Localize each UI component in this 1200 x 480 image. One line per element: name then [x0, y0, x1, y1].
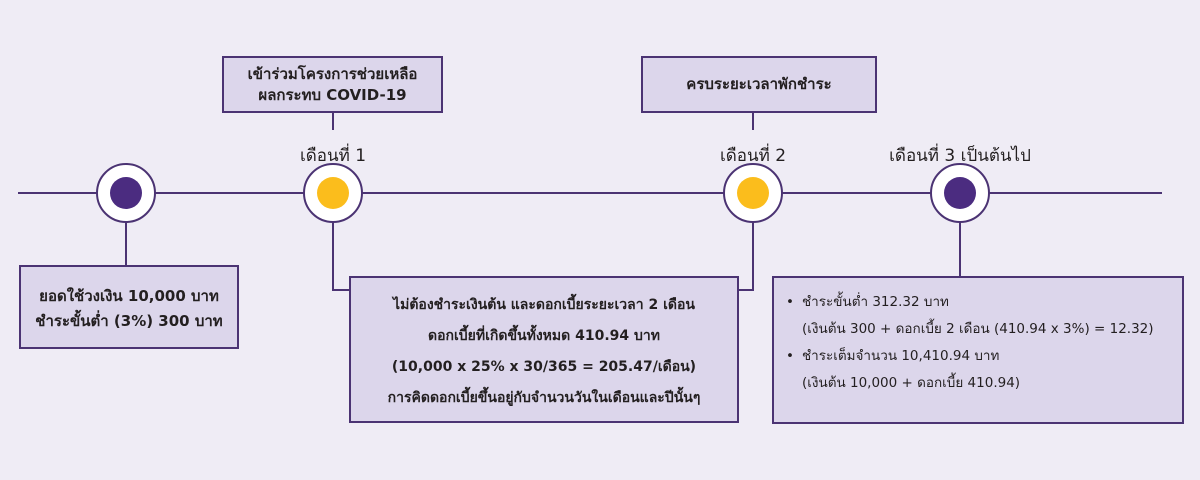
- after-month3-box: • ชำระขั้นต่ำ 312.32 บาท (เงินต้น 300 + ด…: [772, 276, 1184, 424]
- covid-program-box: เข้าร่วมโครงการช่วยเหลือ ผลกระทบ COVID-1…: [222, 56, 443, 113]
- interest-box-line2: ดอกเบี้ยที่เกิดขึ้นทั้งหมด 410.94 บาท: [428, 328, 660, 344]
- after-item2: • ชำระเต็มจำนวน 10,410.94 บาท: [786, 343, 1182, 370]
- loan-box-line1: ยอดใช้วงเงิน 10,000 บาท: [39, 287, 219, 305]
- covid-box-line1: เข้าร่วมโครงการช่วยเหลือ: [247, 65, 418, 83]
- interest-box-line3: (10,000 x 25% x 30/365 = 205.47/เดือน): [391, 359, 697, 375]
- bullet-icon: •: [786, 294, 794, 310]
- after-item1: • ชำระขั้นต่ำ 312.32 บาท: [786, 289, 1182, 316]
- loan-usage-box: ยอดใช้วงเงิน 10,000 บาท ชำระขั้นต่ำ (3%)…: [19, 265, 239, 349]
- loan-box-line2: ชำระขั้นต่ำ (3%) 300 บาท: [35, 312, 223, 330]
- after-item2-detail: (เงินต้น 10,000 + ดอกเบี้ย 410.94): [802, 375, 1021, 391]
- node-month2: [723, 163, 783, 223]
- milestone-label-month2: เดือนที่ 2: [719, 146, 787, 166]
- after-item1-detail: (เงินต้น 300 + ดอกเบี้ย 2 เดือน (410.94 …: [802, 321, 1154, 337]
- milestone-label-month3: เดือนที่ 3 เป็นต้นไป: [889, 146, 1031, 166]
- payment-pause-end-box: ครบระยะเวลาพักชำระ: [641, 56, 877, 113]
- covid-box-line2: ผลกระทบ COVID-19: [258, 86, 407, 104]
- node-start: [96, 163, 156, 223]
- connector-month2: [739, 222, 754, 291]
- connector-month1: [332, 222, 349, 291]
- interest-box-line1: ไม่ต้องชำระเงินต้น และดอกเบี้ยระยะเวลา 2…: [393, 297, 695, 313]
- bullet-icon: •: [786, 348, 794, 364]
- node-month1: [303, 163, 363, 223]
- interest-details-box: ไม่ต้องชำระเงินต้น และดอกเบี้ยระยะเวลา 2…: [349, 276, 739, 423]
- interest-box-line4: การคิดดอกเบี้ยขึ้นอยู่กับจำนวนวันในเดือน…: [387, 390, 701, 406]
- after-item1-title: ชำระขั้นต่ำ 312.32 บาท: [802, 294, 949, 310]
- pause-box-text: ครบระยะเวลาพักชำระ: [686, 75, 832, 93]
- node-month3: [930, 163, 990, 223]
- milestone-label-month1: เดือนที่ 1: [299, 146, 367, 166]
- after-item2-title: ชำระเต็มจำนวน 10,410.94 บาท: [802, 348, 1000, 364]
